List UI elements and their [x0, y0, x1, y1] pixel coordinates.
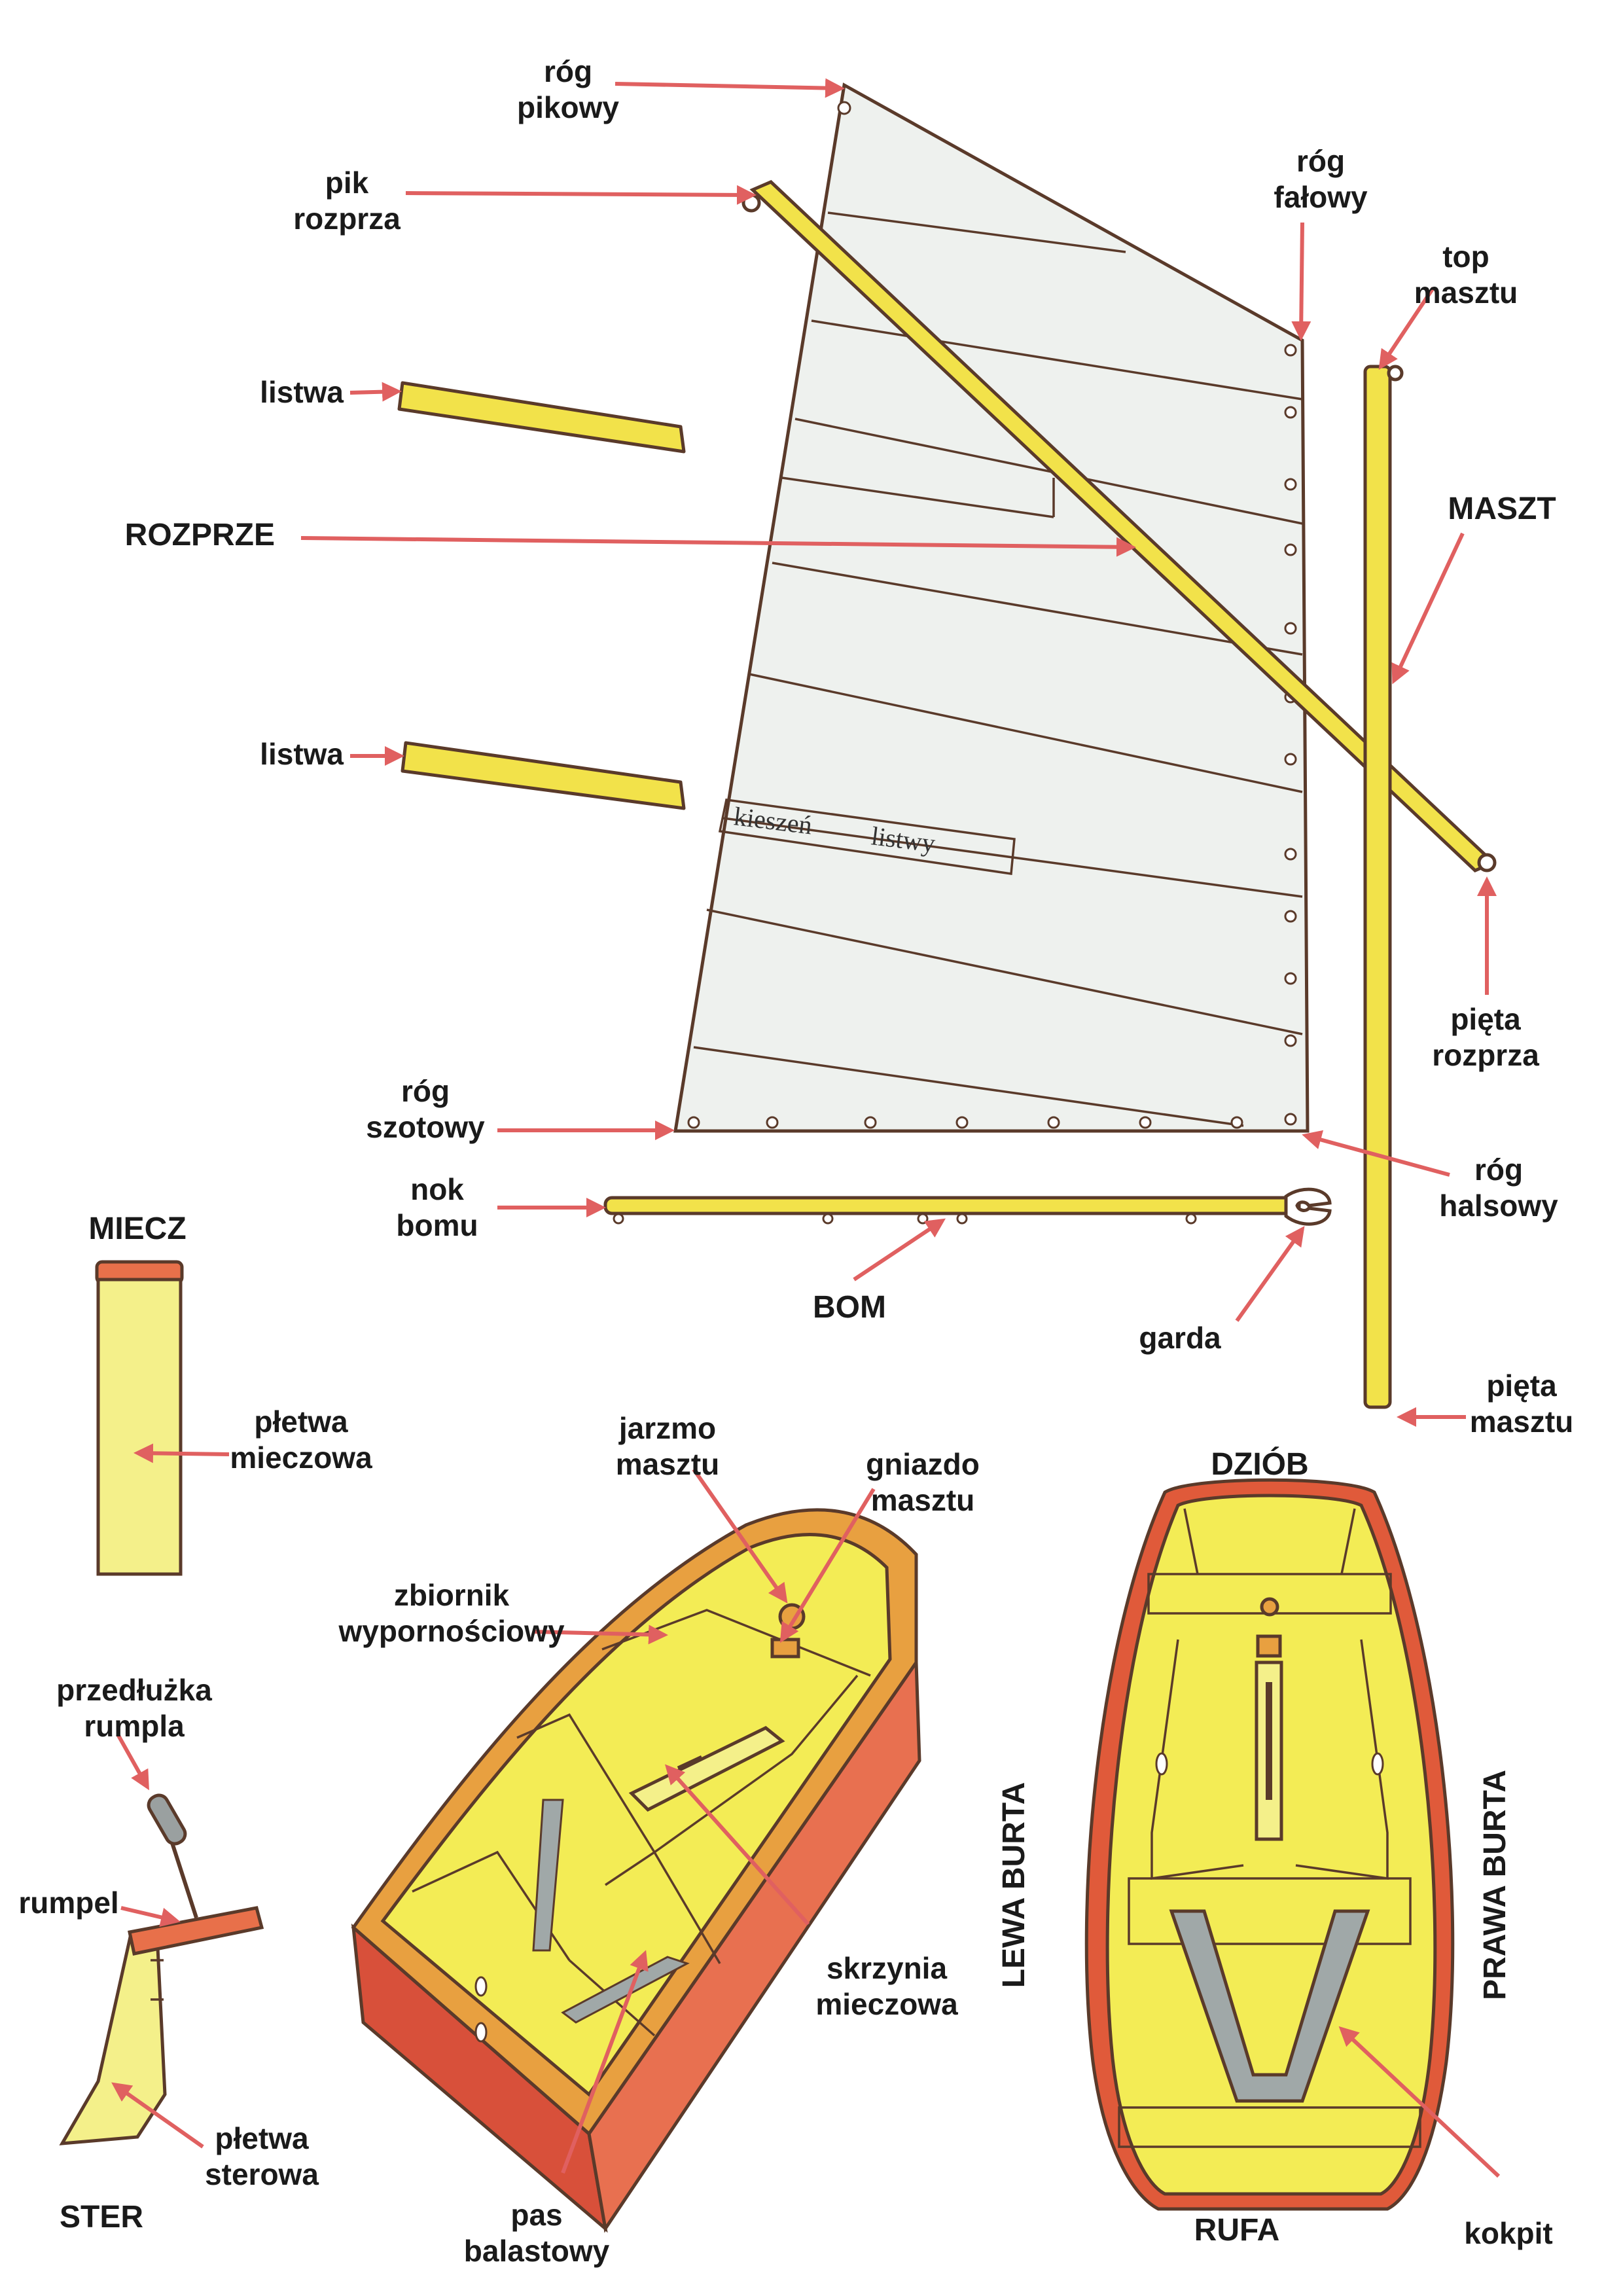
- hull-3d-interior: [380, 1533, 892, 2097]
- label-rog-szotowy-2: szotowy: [366, 1110, 485, 1144]
- label-ster: STER: [60, 2200, 143, 2234]
- rudder-blade: [59, 1932, 167, 2145]
- boom-jaw: [1284, 1187, 1332, 1226]
- label-pletwa-mieczowa-1: płetwa: [254, 1405, 348, 1439]
- annotation-arrows: [111, 78, 1501, 2178]
- tiller: [128, 1906, 264, 1956]
- label-rog-pikowy-2: pikowy: [517, 90, 619, 124]
- batten-bottom: [401, 741, 686, 810]
- label-nok-bomu-2: bomu: [396, 1208, 478, 1242]
- label-pieta-rozprza-2: rozprza: [1432, 1038, 1539, 1072]
- label-rog-szotowy-1: róg: [401, 1074, 450, 1108]
- label-rog-pikowy-1: róg: [544, 54, 592, 88]
- label-rog-halsowy-2: halsowy: [1439, 1189, 1558, 1223]
- boom: [603, 1187, 1332, 1226]
- mast: [1363, 365, 1404, 1409]
- label-gniazdo-masztu-1: gniazdo: [866, 1447, 980, 1481]
- label-przedluzka-2: rumpla: [84, 1709, 185, 1743]
- label-pletwa-sterowa-1: płetwa: [215, 2121, 309, 2155]
- rudder: [59, 1793, 264, 2145]
- label-pieta-rozprza-1: pięta: [1450, 1002, 1521, 1036]
- label-pieta-masztu-1: pięta: [1486, 1369, 1557, 1403]
- tiller-extension-grip: [147, 1793, 187, 1846]
- label-skrzynia-2: mieczowa: [815, 1987, 958, 2021]
- label-pieta-masztu-2: masztu: [1470, 1405, 1573, 1439]
- hull-3d-ballast-straps: [532, 1799, 690, 2024]
- label-rumpel: rumpel: [18, 1886, 118, 1920]
- hull-3d: [351, 1508, 921, 2233]
- hull-top-view: [1084, 1478, 1455, 2211]
- label-lewa-burta: LEWA BURTA: [997, 1782, 1031, 1988]
- hull-3d-mast-thwart: [770, 1638, 800, 1659]
- label-kokpit: kokpit: [1464, 2216, 1552, 2250]
- label-przedluzka-1: przedłużka: [56, 1673, 212, 1707]
- label-miecz: MIECZ: [88, 1211, 186, 1246]
- label-rog-falowy-2: fałowy: [1274, 180, 1368, 214]
- label-nok-bomu-1: nok: [410, 1172, 464, 1206]
- label-dziob: DZIÓB: [1211, 1446, 1308, 1482]
- label-zbiornik-2: wypornościowy: [338, 1614, 564, 1648]
- label-garda: garda: [1139, 1321, 1221, 1355]
- label-listwa-bottom: listwa: [260, 737, 344, 771]
- batten-top: [397, 381, 686, 454]
- label-pik-rozprza-2: rozprza: [293, 202, 401, 236]
- label-pletwa-mieczowa-2: mieczowa: [230, 1441, 372, 1475]
- centreboard: [95, 1260, 184, 1576]
- label-skrzynia-1: skrzynia: [827, 1951, 948, 1985]
- label-pletwa-sterowa-2: sterowa: [205, 2157, 319, 2191]
- label-top-masztu-2: masztu: [1414, 276, 1518, 310]
- labels: róg pikowy pik rozprza róg fałowy top ma…: [18, 54, 1573, 2268]
- label-maszt: MASZT: [1448, 492, 1556, 526]
- hull-top-ballast-strap: [1169, 1909, 1370, 2103]
- label-rufa: RUFA: [1194, 2213, 1280, 2248]
- label-pik-rozprza-1: pik: [325, 166, 369, 200]
- label-listwa-top: listwa: [260, 375, 344, 409]
- hull-top-centreboard-case: [1255, 1597, 1283, 1841]
- label-rozprze: ROZPRZE: [125, 518, 275, 552]
- label-jarzmo-masztu-1: jarzmo: [618, 1411, 716, 1445]
- sail: kieszeń listwy: [673, 82, 1310, 1133]
- label-gniazdo-masztu-2: masztu: [871, 1483, 974, 1517]
- label-zbiornik-1: zbiornik: [394, 1578, 510, 1612]
- label-rog-falowy-1: róg: [1296, 144, 1345, 178]
- hull-top-inner: [1105, 1494, 1437, 2196]
- label-rog-halsowy-1: róg: [1474, 1153, 1523, 1187]
- label-pas-balastowy-1: pas: [510, 2198, 562, 2232]
- label-prawa-burta: PRAWA BURTA: [1478, 1770, 1512, 2000]
- label-pas-balastowy-2: balastowy: [464, 2234, 610, 2268]
- label-jarzmo-masztu-2: masztu: [616, 1447, 719, 1481]
- label-top-masztu-1: top: [1442, 240, 1489, 274]
- label-bom: BOM: [813, 1290, 886, 1325]
